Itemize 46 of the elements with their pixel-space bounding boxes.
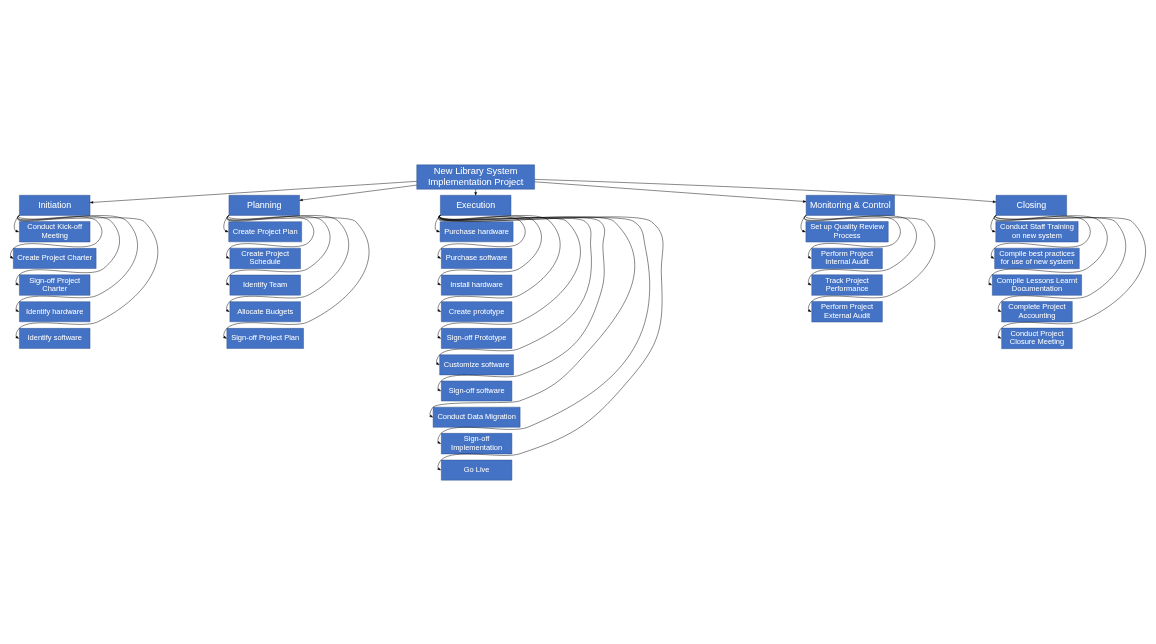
arrow	[990, 214, 1091, 259]
arrow	[89, 180, 417, 204]
arrow	[474, 188, 477, 195]
arrow	[429, 214, 635, 417]
node-box: Install hardware	[441, 274, 513, 295]
node-box: Identify Team	[229, 274, 301, 295]
node-box: Closing	[995, 194, 1067, 216]
node-box: Sign-off software	[441, 380, 513, 401]
node-box: Conduct Staff Training on new system	[995, 220, 1079, 242]
node-box: Planning	[228, 194, 300, 216]
node-box: Customize software	[439, 354, 514, 375]
node-box: Create Project Charter	[13, 247, 97, 269]
arrow	[988, 214, 1108, 285]
arrow	[800, 214, 807, 232]
node-box: Purchase software	[441, 247, 513, 269]
node-box: New Library System Implementation Project	[416, 164, 535, 189]
node-box: Create Project Schedule	[229, 247, 301, 269]
node-box: Complete Project Accounting	[1001, 300, 1073, 322]
node-box: Sign-off Implementation	[441, 432, 513, 454]
node-box: Conduct Data Migration	[432, 406, 521, 427]
arrow	[990, 214, 997, 232]
node-box: Create Project Plan	[228, 220, 302, 242]
node-box: Execution	[440, 194, 512, 216]
node-box: Compile Lessons Learnt Documentation	[992, 274, 1082, 296]
node-box: Conduct Project Closure Meeting	[1001, 327, 1073, 349]
arrow	[299, 184, 417, 201]
node-box: Conduct Kick-off Meeting	[19, 220, 91, 242]
node-box: Track Project Performance	[811, 274, 883, 296]
node-box: Create prototype	[441, 300, 513, 322]
node-box: Purchase hardware	[439, 220, 514, 242]
node-box: Initiation	[19, 194, 91, 216]
node-box: Go Live	[441, 459, 513, 480]
node-box: Allocate Budgets	[229, 300, 301, 322]
node-box: Sign-off Project Plan	[226, 327, 304, 349]
arrow	[534, 181, 807, 203]
node-box: Sign-off Project Charter	[19, 274, 91, 296]
arrow	[9, 214, 103, 259]
node-box: Identify software	[19, 327, 91, 349]
arrow	[223, 214, 370, 339]
node-box: Perform Project External Audit	[811, 300, 883, 322]
node-box: Sign-off Prototype	[441, 327, 513, 349]
node-box: Perform Project Internal Audit	[811, 247, 883, 269]
node-box: Compile best practices for use of new system	[994, 247, 1080, 269]
node-box: Set up Quality Review Process	[805, 220, 889, 242]
arrow	[534, 178, 997, 203]
node-box: Identify hardware	[19, 300, 91, 322]
